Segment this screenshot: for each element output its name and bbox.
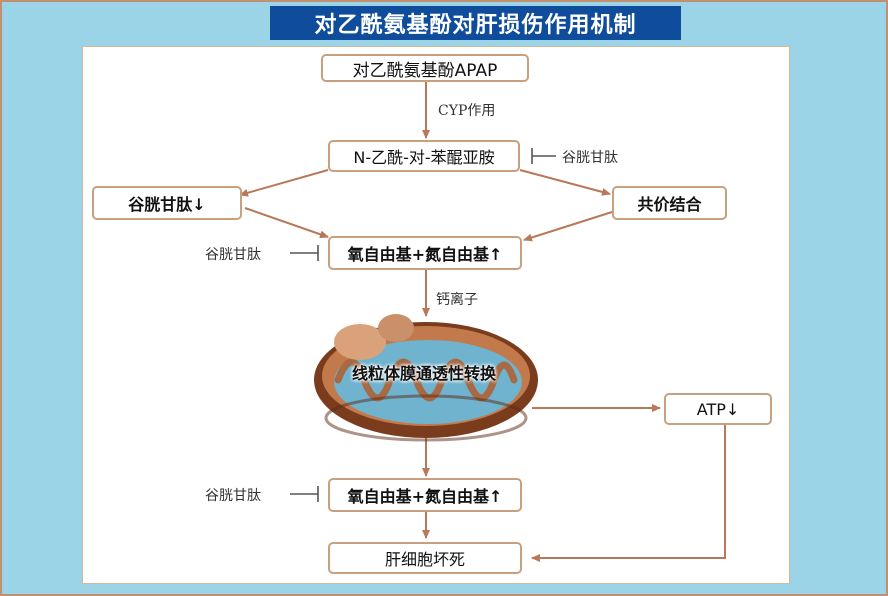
node-gsh-down: 谷胱甘肽↓ (92, 186, 242, 220)
node-apap: 对乙酰氨基酚APAP (321, 54, 529, 82)
label-gsh-inhibit-2: 谷胱甘肽 (205, 247, 261, 263)
arrow-atp-necrosis (531, 425, 726, 562)
node-atp: ATP↓ (664, 393, 772, 425)
node-necrosis: 肝细胞坏死 (328, 542, 522, 574)
mitochondrion-image (314, 314, 538, 442)
node-mito-permeability: 线粒体膜通透性转换 (352, 364, 497, 383)
inhibit-symbol-radicals2 (290, 486, 319, 502)
inhibit-symbol-napqi (531, 148, 556, 164)
inhibit-symbol-radicals1 (290, 245, 319, 261)
label-calcium: 钙离子 (436, 292, 478, 308)
node-napqi: N-乙酰-对-苯醌亚胺 (328, 140, 520, 172)
arrow-gsh-radicals (244, 207, 329, 239)
arrow-napqi-covalent (519, 169, 611, 196)
arrow-napqi-gsh (239, 169, 329, 197)
arrow-covalent-radicals (523, 211, 613, 242)
node-radicals-1: 氧自由基+氮自由基↑ (328, 236, 522, 270)
label-gsh-inhibit-1: 谷胱甘肽 (562, 150, 618, 166)
node-covalent: 共价结合 (612, 186, 727, 220)
page-title: 对乙酰氨基酚对肝损伤作用机制 (270, 6, 681, 40)
label-gsh-inhibit-3: 谷胱甘肽 (205, 488, 261, 504)
node-radicals-2: 氧自由基+氮自由基↑ (328, 478, 522, 512)
label-cyp: CYP作用 (438, 103, 496, 119)
